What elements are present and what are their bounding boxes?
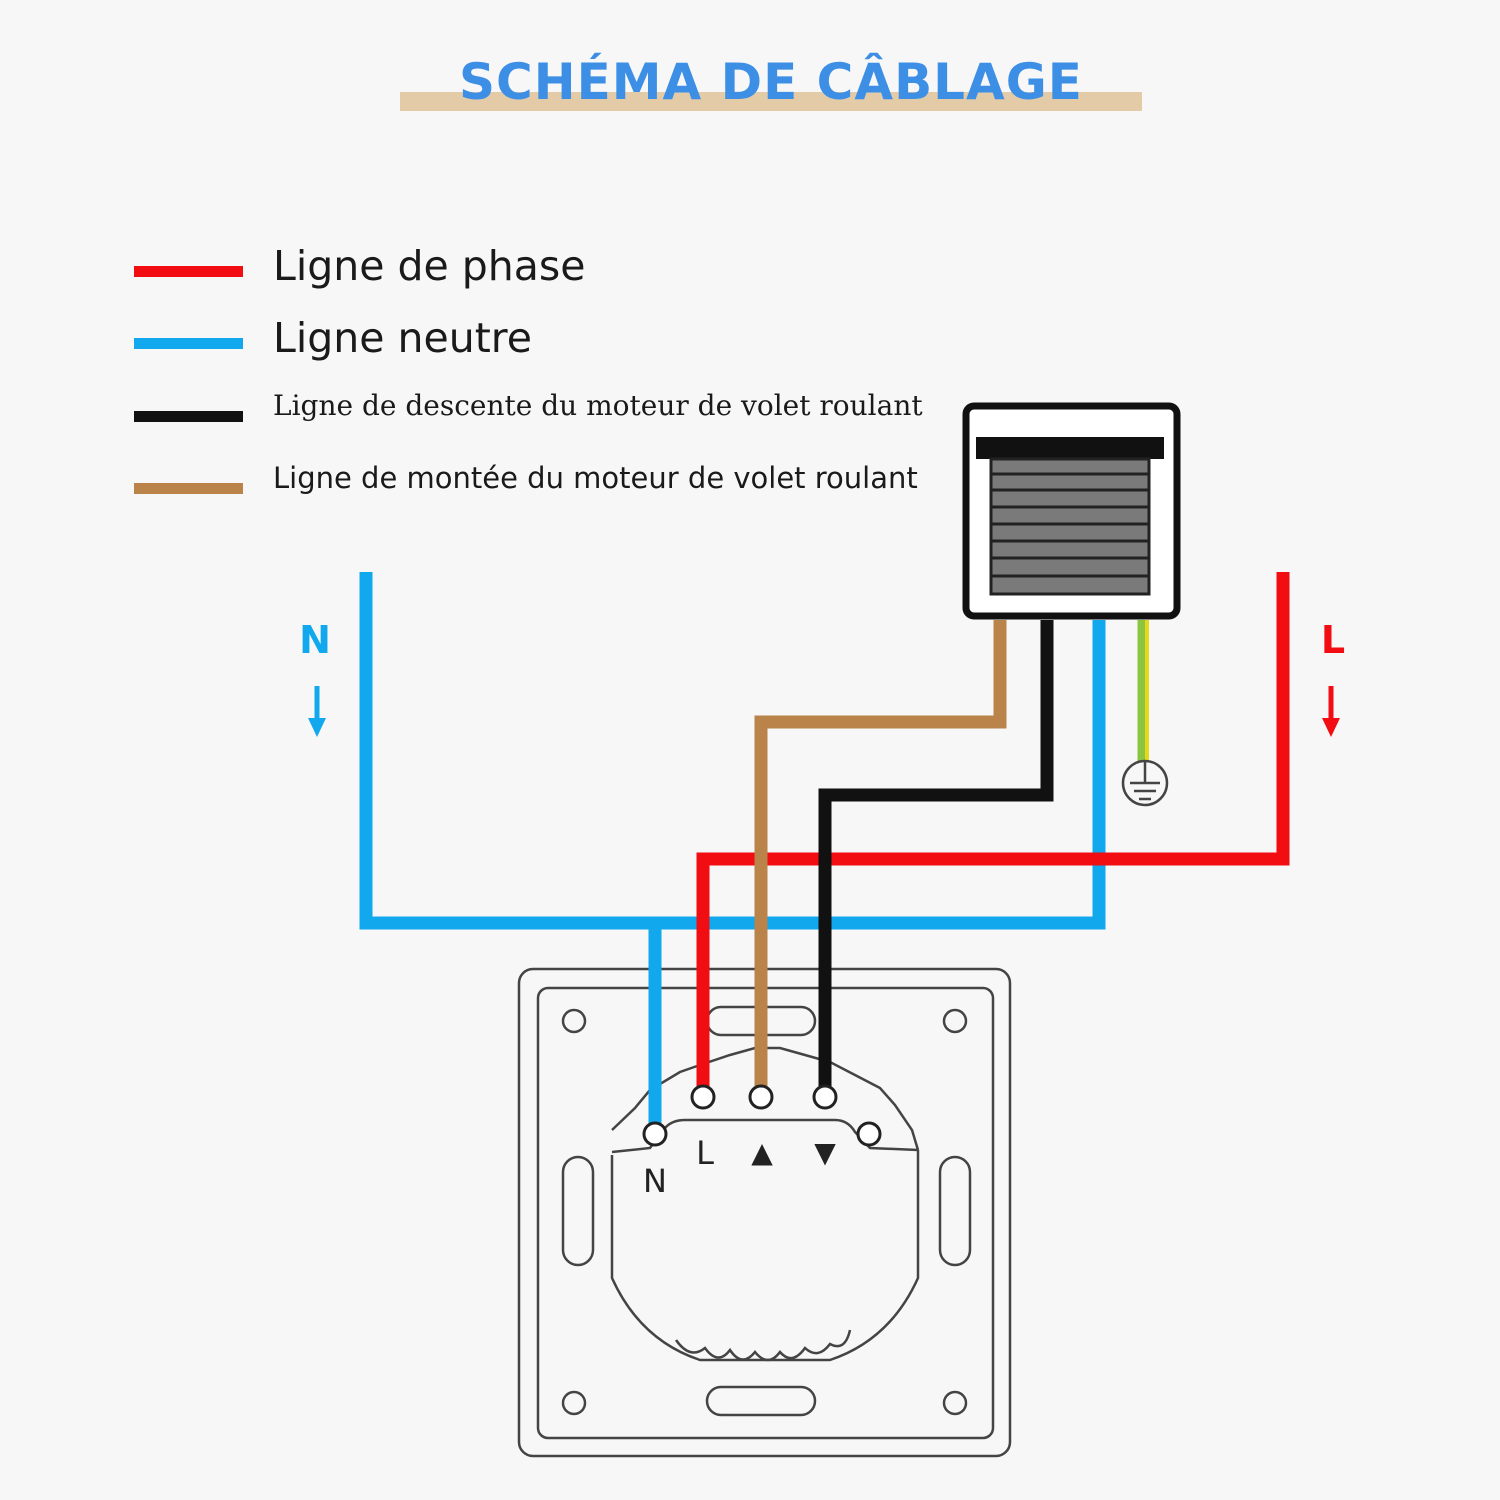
shutter-header xyxy=(976,437,1164,459)
legend-swatch-up xyxy=(134,483,243,494)
mechanism-bottom-teeth xyxy=(674,1329,852,1362)
mounting-slot-right xyxy=(938,1155,972,1267)
terminal-label-down: ▼ xyxy=(814,1136,836,1169)
terminal-block xyxy=(611,1118,919,1154)
terminal-label-up: ▲ xyxy=(751,1136,773,1169)
earth-symbol-icon xyxy=(1121,759,1169,807)
legend-label-down: Ligne de descente du moteur de volet rou… xyxy=(273,389,923,422)
title-underline xyxy=(400,92,1142,111)
mounting-slot-bottom xyxy=(705,1385,817,1417)
earth-wire xyxy=(1137,620,1149,762)
neutral-wire-supply xyxy=(359,572,1106,930)
neutral-arrow-down-icon xyxy=(308,686,326,737)
terminal-n-screw xyxy=(642,1121,668,1147)
phase-arrow-down-icon xyxy=(1322,686,1340,737)
page-title: SCHÉMA DE CÂBLAGE xyxy=(459,53,1083,111)
mounting-slot-left xyxy=(561,1155,595,1267)
down-wire xyxy=(818,620,1054,1093)
shutter-slats xyxy=(991,472,1149,578)
legend-label-phase: Ligne de phase xyxy=(273,242,586,290)
shutter-curtain xyxy=(989,457,1151,596)
legend-swatch-down xyxy=(134,411,243,422)
legend-swatch-neutral xyxy=(134,338,243,349)
up-wire xyxy=(754,620,1007,1093)
legend-swatch-phase xyxy=(134,266,243,277)
terminal-screws xyxy=(642,1084,882,1147)
shutter-motor xyxy=(962,402,1181,620)
screw-hole-top-right xyxy=(942,1008,968,1034)
supply-label-phase: L xyxy=(1321,618,1345,662)
screw-hole-bottom-right xyxy=(942,1390,968,1416)
terminal-label-n: N xyxy=(643,1162,667,1200)
screw-hole-top-left xyxy=(561,1008,587,1034)
terminal-up-screw xyxy=(748,1084,774,1110)
phase-wire xyxy=(696,572,1290,1093)
terminal-l-screw xyxy=(690,1084,716,1110)
terminal-extra-screw xyxy=(856,1121,882,1147)
terminal-label-l: L xyxy=(696,1134,714,1172)
screw-hole-bottom-left xyxy=(561,1390,587,1416)
legend-label-up: Ligne de montée du moteur de volet roula… xyxy=(273,461,918,495)
legend-label-neutral: Ligne neutre xyxy=(273,314,532,362)
terminal-down-screw xyxy=(812,1084,838,1110)
supply-label-neutral: N xyxy=(299,618,331,662)
